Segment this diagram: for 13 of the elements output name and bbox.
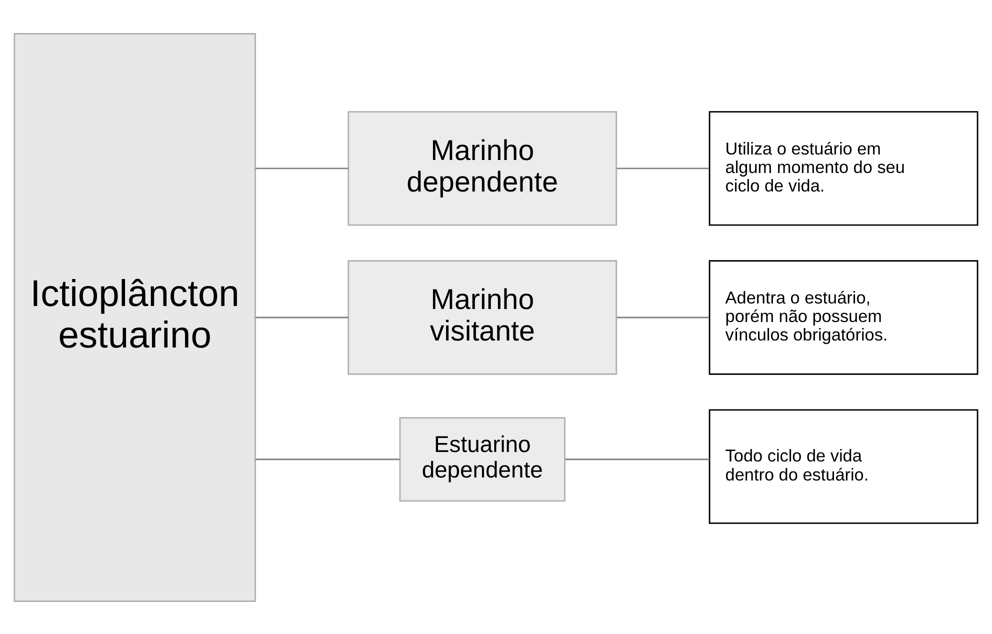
connector xyxy=(255,458,400,460)
node-box: Todo ciclo de vida dentro do estuário. xyxy=(708,408,978,524)
connector xyxy=(565,458,710,460)
node-box: Estuarino dependente xyxy=(399,416,566,502)
node-box: Marinho visitante xyxy=(348,260,618,374)
connector xyxy=(616,316,709,318)
node-box: Ictioplâncton estuarino xyxy=(14,32,256,602)
connector xyxy=(616,167,709,169)
node-box: Marinho dependente xyxy=(348,110,618,226)
node-box: Adentra o estuário, porém não possuem vínculos obrigatórios. xyxy=(708,260,978,374)
connector xyxy=(255,167,348,169)
connector xyxy=(255,316,348,318)
node-box: Utiliza o estuário em algum momento do seu ciclo de vida. xyxy=(708,110,978,226)
